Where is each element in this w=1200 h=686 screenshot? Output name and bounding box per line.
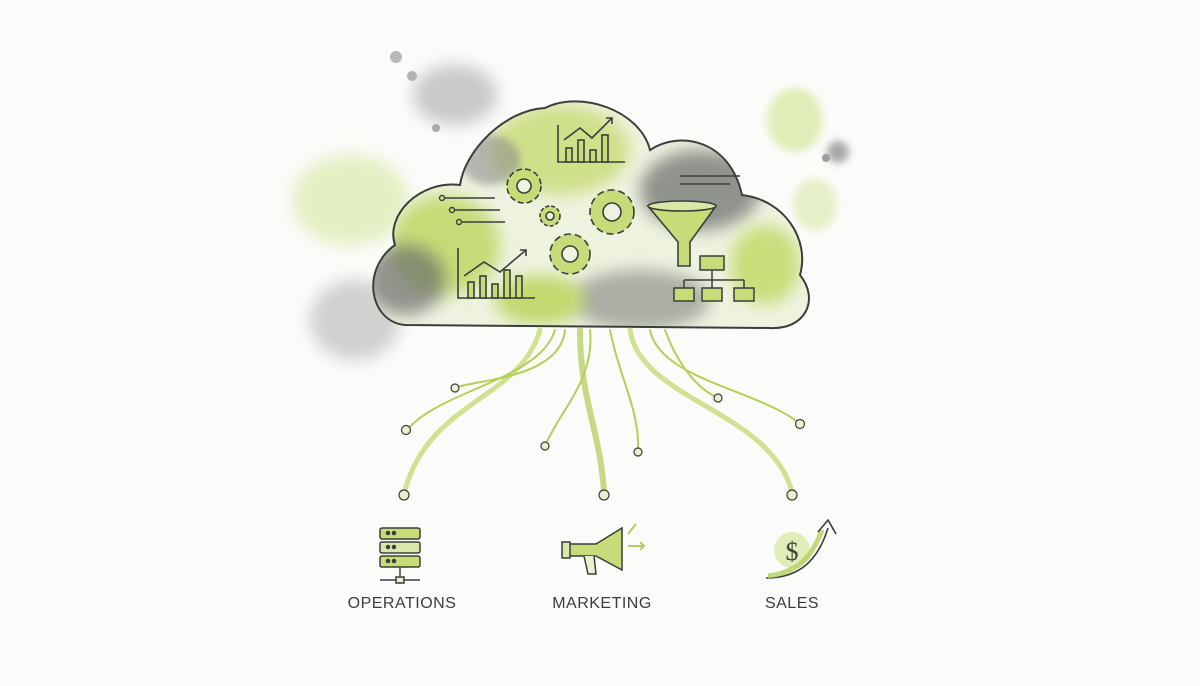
org-chart-icon bbox=[673, 255, 755, 302]
department-label-marketing: MARKETING bbox=[552, 595, 652, 612]
department-label-sales: SALES bbox=[764, 595, 820, 612]
gear-icon bbox=[506, 168, 635, 275]
connector-nodes bbox=[398, 383, 806, 501]
funnel-icon bbox=[646, 200, 718, 267]
department-label-operations: OPERATIONS bbox=[347, 595, 457, 612]
server-stack-icon bbox=[379, 527, 421, 584]
watercolor-wash bbox=[292, 51, 849, 360]
dollar-growth-icon: $ bbox=[765, 518, 837, 579]
circuit-lines bbox=[438, 175, 740, 226]
svg-text:$: $ bbox=[786, 537, 799, 566]
cloud-outline bbox=[372, 100, 810, 330]
connector-tendrils bbox=[402, 327, 801, 495]
megaphone-icon bbox=[561, 523, 646, 575]
line-chart-icon bbox=[457, 248, 535, 299]
bar-chart-icon bbox=[557, 117, 625, 163]
